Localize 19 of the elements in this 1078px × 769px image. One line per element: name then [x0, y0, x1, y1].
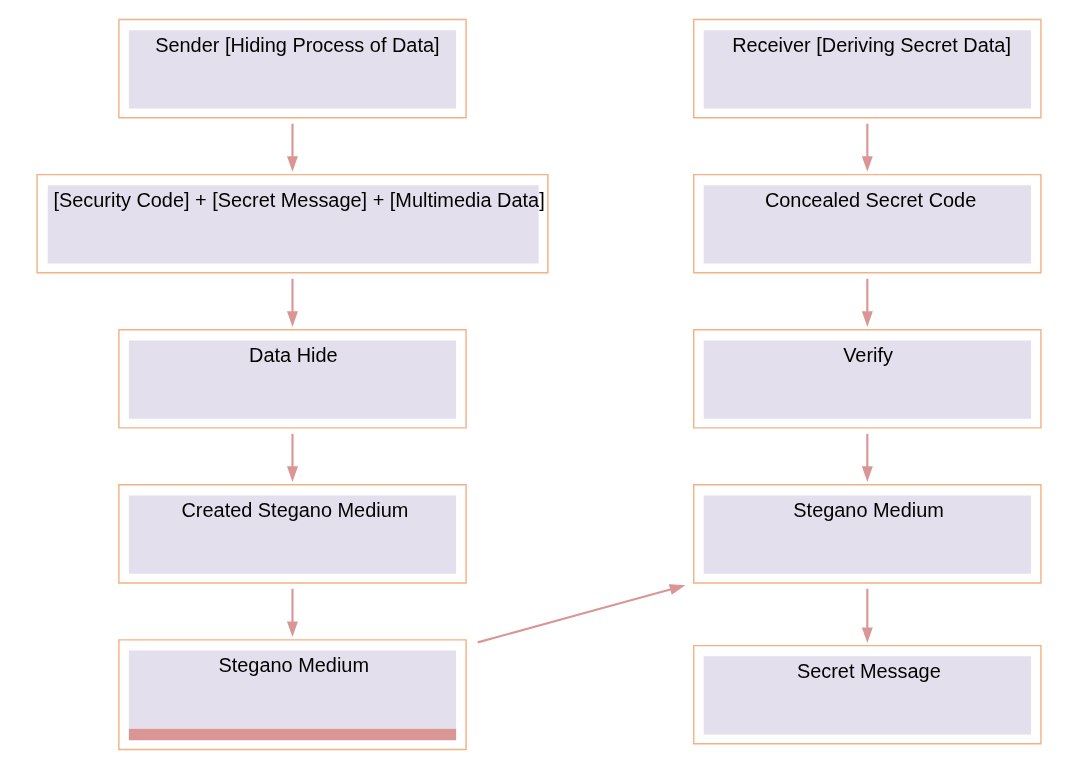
- node-box: Sender [Hiding Process of Data]: [118, 18, 467, 119]
- node-box: Created Stegano Medium: [118, 484, 467, 584]
- arrow: [477, 584, 686, 644]
- arrow: [861, 588, 873, 644]
- arrow: [861, 278, 873, 327]
- arrow: [861, 123, 873, 172]
- arrow: [287, 278, 298, 327]
- arrow: [287, 433, 298, 482]
- arrow: [287, 588, 298, 638]
- arrow: [287, 123, 298, 172]
- node-box: [Security Code] + [Secret Message] + [Multimedia Data]: [36, 173, 549, 274]
- node-box: Concealed Secret Code: [693, 173, 1042, 274]
- arrow: [861, 433, 873, 482]
- node-box: Verify: [693, 329, 1042, 429]
- node-box: Receiver [Deriving Secret Data]: [693, 18, 1042, 119]
- node-box: Data Hide: [118, 329, 467, 429]
- node-box: Secret Message: [693, 644, 1042, 745]
- node-box: Stegano Medium: [118, 639, 467, 751]
- node-box: Stegano Medium: [693, 484, 1042, 584]
